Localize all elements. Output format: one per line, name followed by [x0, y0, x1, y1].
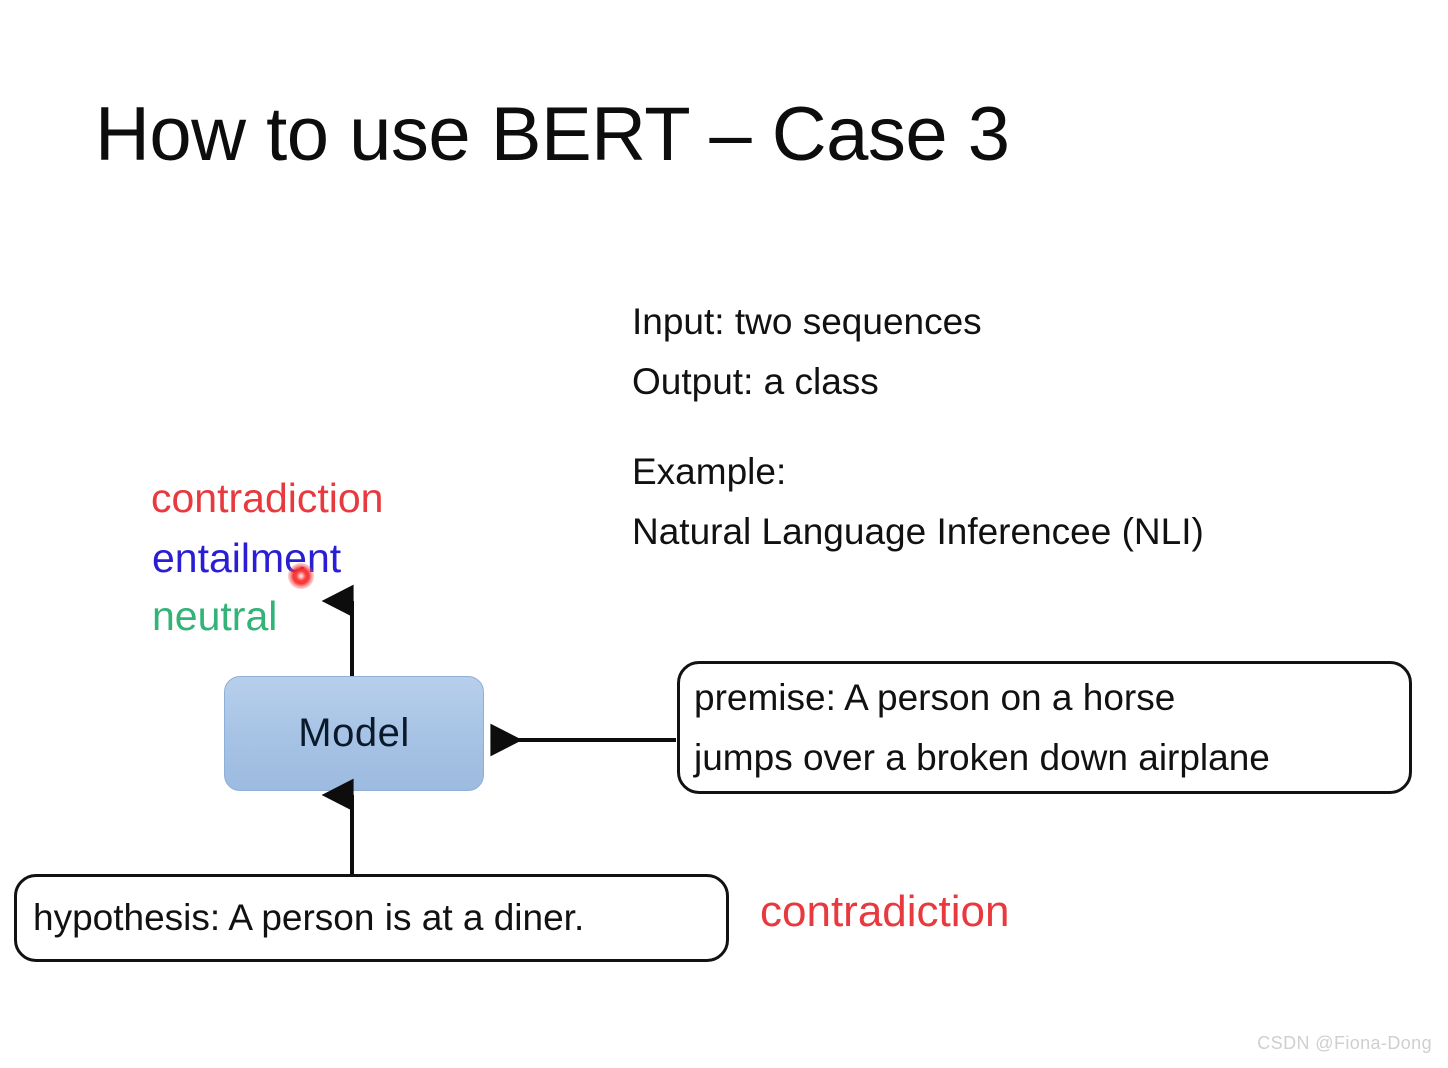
example-heading: Example: — [632, 451, 787, 492]
premise-line-1: premise: A person on a horse — [694, 676, 1176, 718]
class-label-neutral: neutral — [152, 593, 278, 639]
premise-line-2: jumps over a broken down airplane — [694, 736, 1270, 778]
premise-box: premise: A person on a horse jumps over … — [677, 661, 1412, 794]
example-task-name: Natural Language Inferencee (NLI) — [632, 510, 1204, 552]
io-description-block: Input: two sequences Output: a class — [632, 292, 982, 412]
output-description: Output: a class — [632, 360, 879, 402]
hypothesis-text: hypothesis: A person is at a diner. — [33, 897, 585, 938]
class-label-entailment: entailment — [152, 535, 342, 581]
input-description: Input: two sequences — [632, 301, 982, 342]
model-box-label: Model — [298, 711, 410, 755]
class-label-contradiction: contradiction — [151, 475, 384, 521]
hypothesis-box: hypothesis: A person is at a diner. — [14, 874, 729, 962]
predicted-answer-label: contradiction — [760, 887, 1010, 936]
example-description-block: Example: Natural Language Inferencee (NL… — [632, 442, 1204, 562]
premise-text-container: premise: A person on a horse jumps over … — [694, 668, 1270, 788]
watermark: CSDN @Fiona-Dong — [1257, 1033, 1432, 1053]
page-title: How to use BERT – Case 3 — [95, 92, 1010, 177]
model-box: Model — [224, 676, 484, 791]
